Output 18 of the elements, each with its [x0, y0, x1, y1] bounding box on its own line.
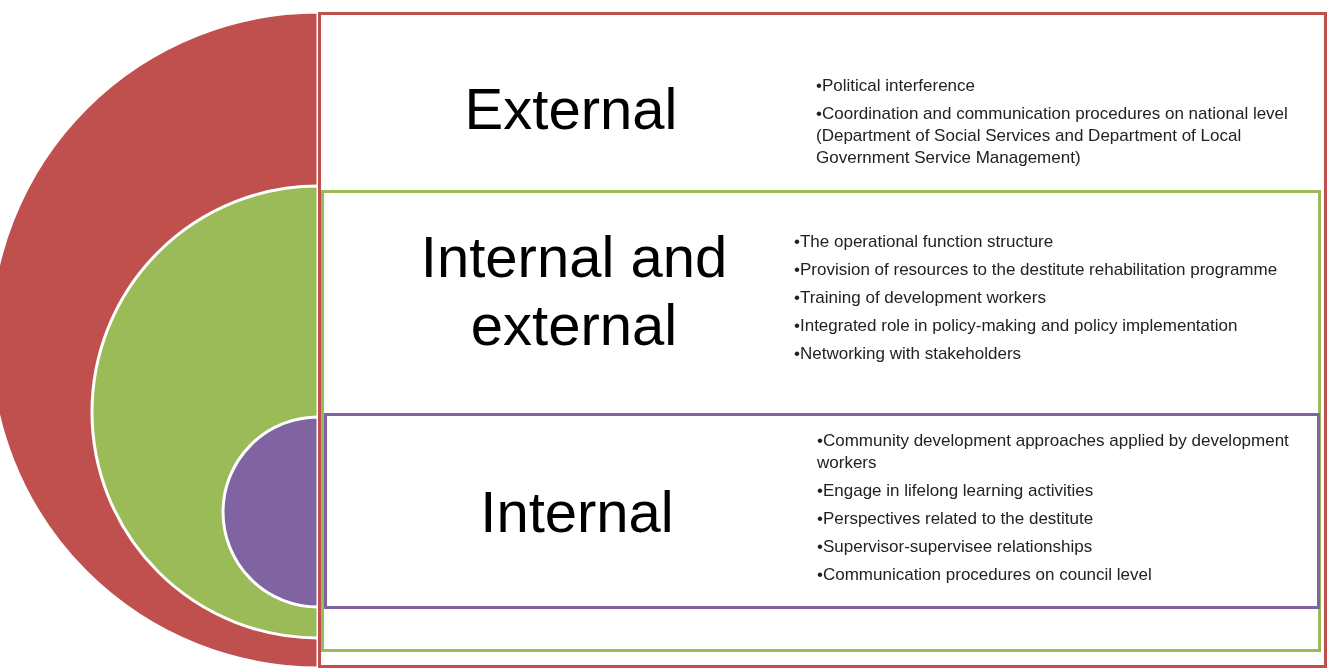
bullet-point: •Community development approaches applied by development workers — [817, 430, 1290, 474]
bullet-point: •Perspectives related to the destitute — [817, 508, 1095, 530]
bullet-point: •Networking with stakeholders — [794, 343, 1023, 365]
bullet-point: •Supervisor-supervisee relationships — [817, 536, 1094, 558]
layer-heading: Internal and external — [419, 223, 729, 359]
bullet-point: •Engage in lifelong learning activities — [817, 480, 1095, 502]
bullet-point: •Provision of resources to the destitute rehabilitation programme — [794, 259, 1279, 281]
bullet-point: •Political interference — [816, 75, 977, 97]
bullet-point: •Training of development workers — [794, 287, 1047, 309]
bullet-point: •The operational function structure — [794, 231, 1055, 253]
layer-box — [324, 413, 1320, 609]
layer-box — [321, 190, 1321, 652]
layer-heading: Internal — [479, 478, 675, 546]
layer-box — [318, 12, 1327, 668]
bullet-point: •Coordination and communication procedures on national level (Department of Social Services and Department of Local Government Service Management) — [816, 103, 1289, 169]
layer-heading: External — [463, 75, 679, 143]
bullet-point: •Communication procedures on council level — [817, 564, 1153, 586]
bullet-point: •Integrated role in policy-making and policy implementation — [794, 315, 1239, 337]
